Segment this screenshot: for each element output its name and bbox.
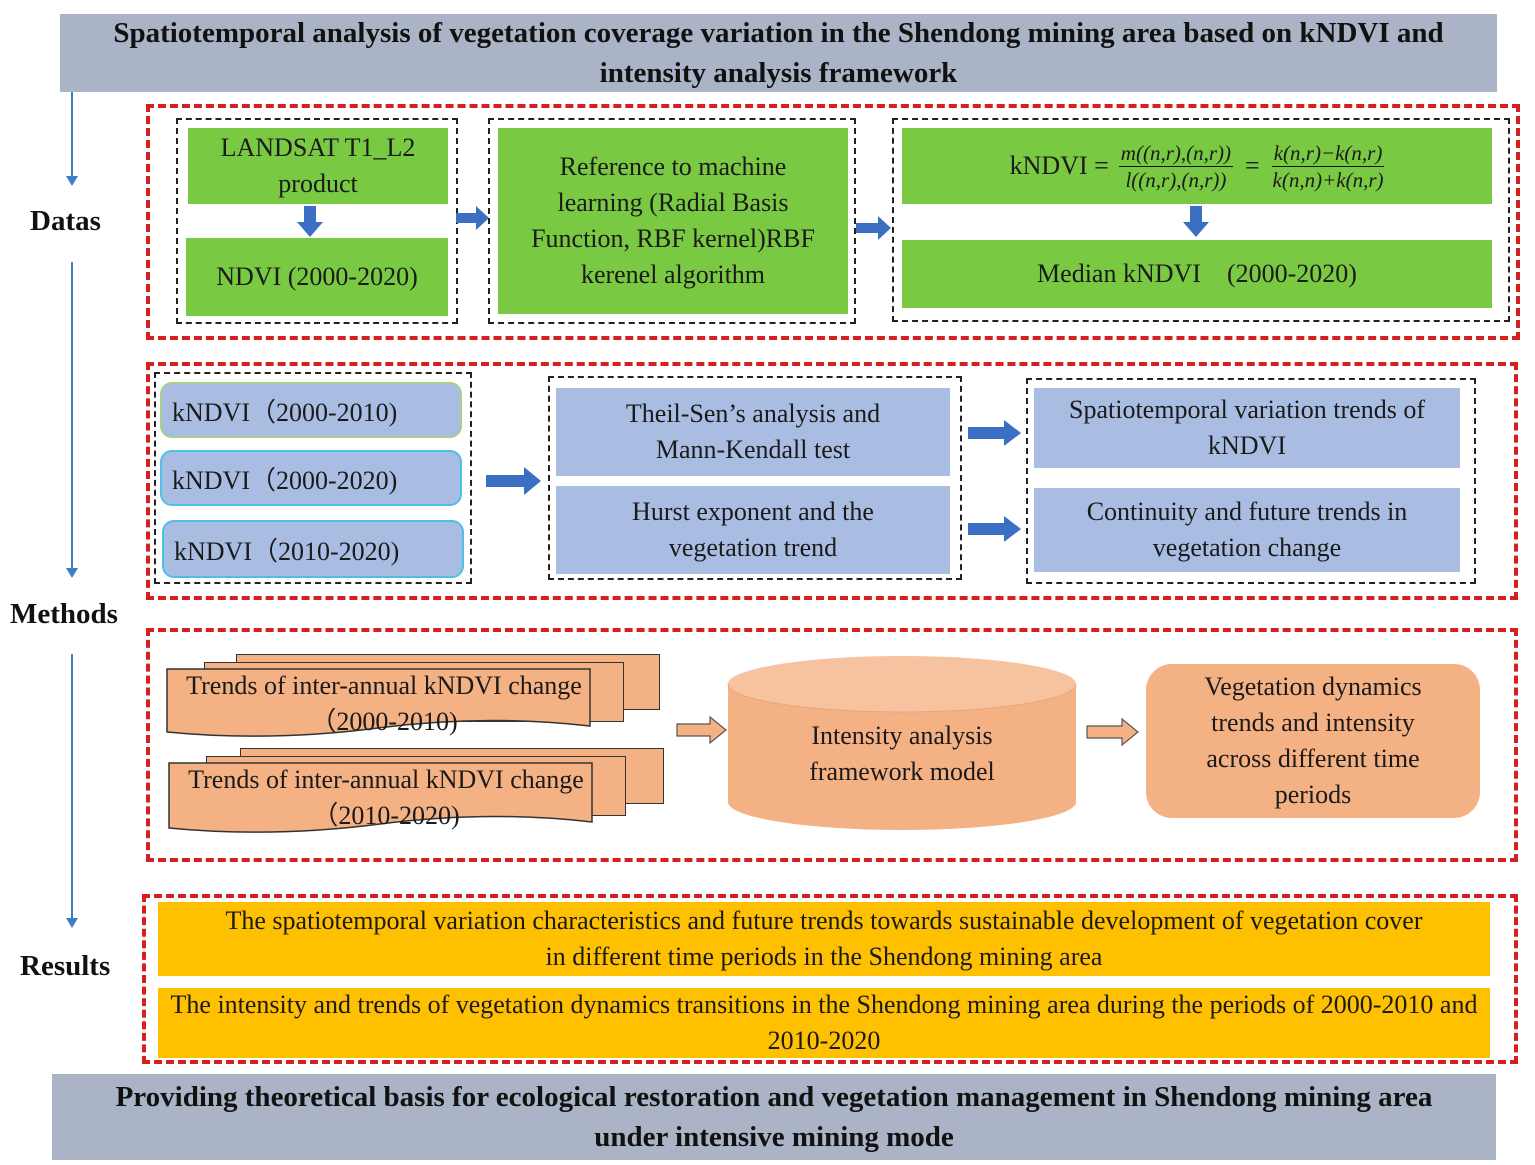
arrow-to-analysis	[486, 467, 541, 495]
rbf-box: Reference to machine learning (Radial Ba…	[498, 128, 848, 314]
period-pill-1: kNDVI（2000-2010)	[160, 382, 462, 438]
hurst-box: Hurst exponent and the vegetation trend	[556, 486, 950, 574]
intensity-model-cylinder	[727, 656, 1077, 830]
kndvi-group	[892, 118, 1510, 322]
down-arrow-formula-median	[1183, 206, 1209, 237]
footer-banner: Providing theoretical basis for ecologic…	[52, 1074, 1496, 1160]
intensity-model-label: Intensity analysis framework model	[809, 721, 995, 786]
rbf-group	[488, 118, 856, 324]
results-frame	[142, 894, 1518, 1064]
trend-stack-1-front-shape	[166, 668, 591, 737]
flow-line-1	[66, 92, 78, 186]
title-text: Spatiotemporal analysis of vegetation co…	[113, 17, 1444, 89]
landsat-box: LANDSAT T1_L2 product	[188, 128, 448, 204]
arrow-to-continuity	[968, 516, 1021, 542]
period-pill-3: kNDVI（2010-2020)	[162, 520, 464, 578]
analysis-group	[548, 376, 962, 580]
datas-frame	[146, 104, 1520, 340]
down-arrow-landsat-ndvi	[297, 206, 323, 237]
formula-fraction-2: k(n,r)−k(n,r) k(n,n)+k(n,r)	[1271, 140, 1385, 192]
flow-line-3	[66, 654, 78, 928]
trend-stack-2-label: Trends of inter-annual kNDVI change（2010…	[188, 765, 584, 830]
periods-group	[154, 372, 472, 584]
methods-frame-2	[146, 628, 1518, 862]
arrow-to-formula	[856, 216, 891, 240]
trend-stack-2-front-shape	[168, 762, 593, 833]
label-results: Results	[20, 950, 111, 982]
label-datas: Datas	[30, 205, 101, 237]
formula-lhs: kNDVI =	[1009, 151, 1109, 180]
spatiotemporal-trends-box: Spatiotemporal variation trends of kNDVI	[1034, 388, 1460, 468]
arrow-to-dynamics	[1086, 717, 1139, 747]
methods-frame-1	[146, 362, 1518, 600]
result-box-2: The intensity and trends of vegetation d…	[158, 988, 1490, 1058]
dynamics-box: Vegetation dynamics trends and intensity…	[1146, 664, 1480, 818]
period-pill-2: kNDVI（2000-2020)	[160, 450, 462, 506]
footer-text: Providing theoretical basis for ecologic…	[115, 1081, 1433, 1153]
ndvi-box: NDVI (2000-2020)	[186, 238, 448, 316]
continuity-trends-box: Continuity and future trends in vegetati…	[1034, 488, 1460, 572]
title-banner: Spatiotemporal analysis of vegetation co…	[60, 14, 1497, 92]
trend-stack-1-label: Trends of inter-annual kNDVI change（2000…	[186, 671, 582, 736]
formula-fraction-1: m((n,r),(n,r)) l((n,r),(n,r))	[1118, 140, 1234, 192]
arrow-to-intensity-model	[676, 715, 727, 745]
result-box-1: The spatiotemporal variation characteris…	[158, 902, 1490, 976]
outputs-group	[1026, 378, 1476, 584]
arrow-to-rbf	[456, 206, 489, 230]
theil-sen-box: Theil-Sen’s analysis and Mann-Kendall te…	[556, 388, 950, 476]
label-methods: Methods	[10, 598, 118, 630]
arrow-to-trends	[968, 420, 1021, 446]
kndvi-formula-box: kNDVI = m((n,r),(n,r)) l((n,r),(n,r)) = …	[902, 128, 1492, 204]
formula-equals: =	[1245, 151, 1260, 180]
flow-line-2	[66, 262, 78, 578]
median-kndvi-box: Median kNDVI (2000-2020)	[902, 240, 1492, 308]
